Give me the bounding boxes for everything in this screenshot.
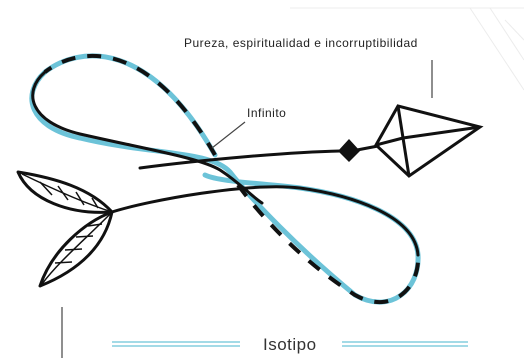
arrow-head bbox=[374, 104, 484, 178]
annotation-infinity: Infinito bbox=[247, 106, 287, 120]
infinity-loop-dashes bbox=[43, 54, 421, 305]
arrow-shaft bbox=[138, 144, 380, 170]
callout-lines bbox=[61, 60, 433, 358]
arrow-fletching-leaves bbox=[16, 170, 114, 288]
annotation-purity: Pureza, espiritualidad e incorruptibilid… bbox=[184, 36, 418, 50]
title-rules bbox=[112, 341, 468, 347]
callout-infinito bbox=[211, 121, 246, 149]
background-decoration bbox=[290, 7, 524, 91]
diagram-title: Isotipo bbox=[263, 335, 317, 354]
infinity-loop-blue bbox=[29, 53, 421, 305]
arrow-diamond-node bbox=[338, 139, 360, 162]
leaf-veins bbox=[21, 173, 113, 285]
infinity-loop-black bbox=[31, 70, 420, 257]
